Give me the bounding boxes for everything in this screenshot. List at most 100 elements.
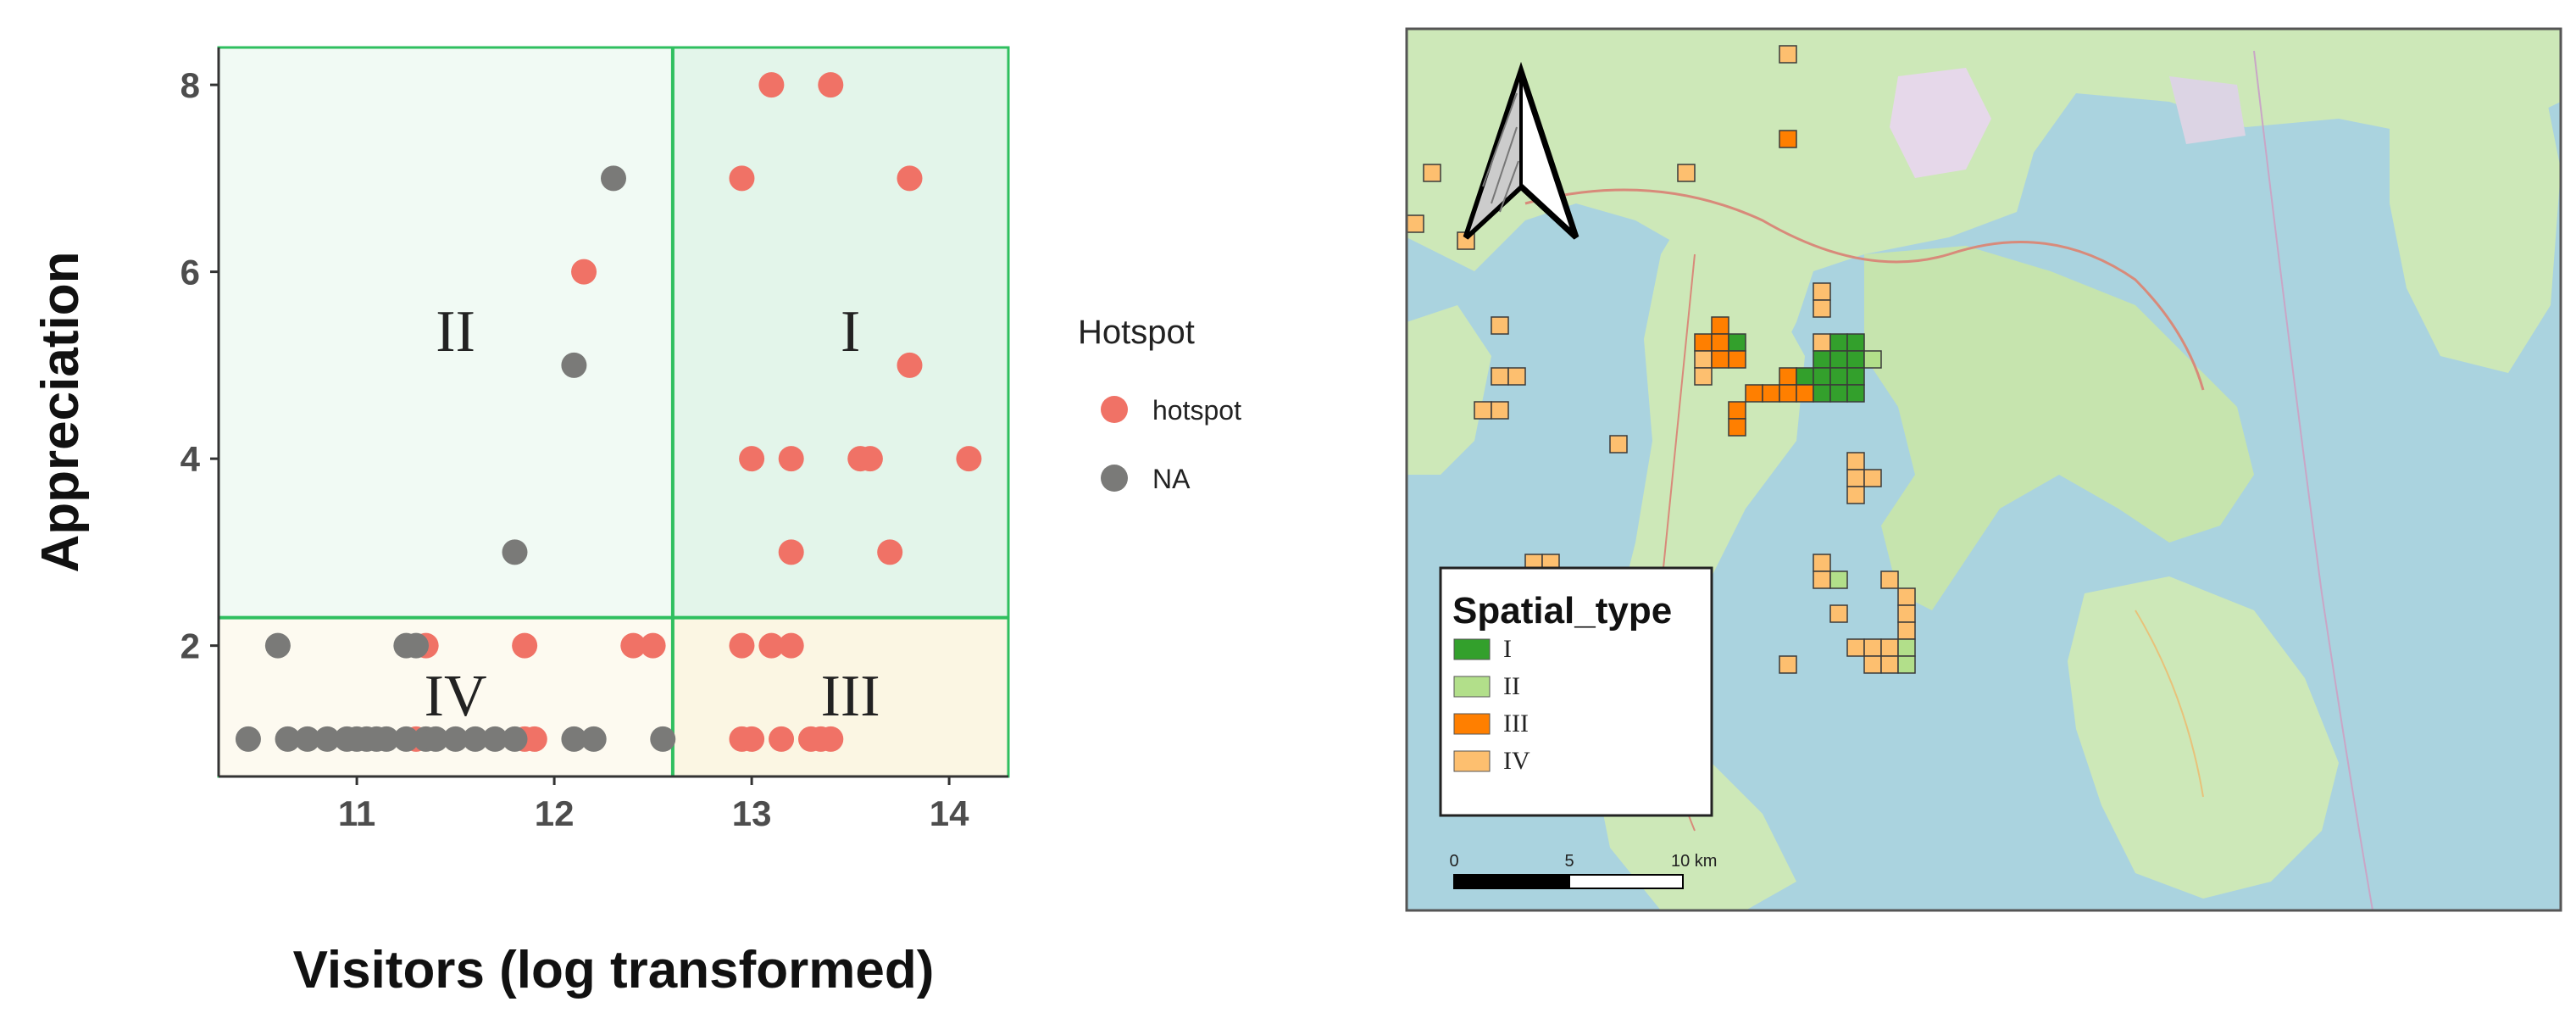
map-legend-label-iii: III — [1503, 710, 1529, 737]
grid-cell-type-iv — [1609, 435, 1628, 454]
quadrant-dividers — [219, 47, 1008, 776]
land-south — [2068, 576, 2339, 899]
y-tick-label: 4 — [180, 439, 201, 479]
point-hotspot — [739, 446, 765, 472]
map-legend-key-iii — [1453, 713, 1491, 735]
grid-cell-type-i — [1846, 333, 1865, 352]
scatter-points — [235, 72, 982, 752]
grid-cell-type-i — [1813, 384, 1831, 403]
y-axis-title: Appreciation — [31, 252, 90, 573]
quadrant-ii-area — [217, 46, 675, 620]
point-hotspot — [729, 165, 755, 192]
y-ticks: 2 4 6 8 — [180, 65, 219, 666]
point-hotspot — [512, 632, 538, 659]
point-na — [650, 726, 676, 752]
quadrant-label-i: I — [841, 299, 860, 365]
grid-cell-type-i — [1813, 367, 1831, 386]
grid-cell-type-i — [1829, 350, 1848, 369]
grid-cell-type-iv — [1880, 570, 1899, 589]
point-na — [462, 726, 488, 752]
quadrant-label-iv: IV — [425, 664, 487, 729]
grid-cell-type-iv — [1491, 401, 1509, 420]
quadrant-label-ii: II — [436, 299, 475, 365]
x-tick-label: 11 — [338, 793, 375, 833]
grid-cell-type-iv — [1897, 587, 1916, 606]
legend-title: Hotspot — [1078, 314, 1195, 351]
grid-cell-type-iv — [1779, 655, 1797, 674]
legend-key-na — [1101, 465, 1128, 492]
x-tick-label: 14 — [930, 793, 969, 833]
point-hotspot — [769, 726, 795, 752]
grid-cell-type-iv — [1863, 638, 1882, 657]
grid-cell-type-ii — [1897, 655, 1916, 674]
grid-cell-type-i — [1829, 384, 1848, 403]
grid-cell-type-iii — [1796, 384, 1814, 403]
grid-cell-type-iii — [1728, 350, 1746, 369]
scale-label-0: 0 — [1449, 852, 1458, 871]
point-hotspot — [818, 72, 844, 98]
quadrant-label-iii: III — [821, 664, 880, 729]
grid-cell-type-iv — [1423, 164, 1441, 182]
y-tick-label: 6 — [180, 253, 200, 292]
point-hotspot — [897, 165, 923, 192]
urban-area-2 — [2169, 76, 2246, 144]
grid-cell-type-iii — [1728, 418, 1746, 437]
map-legend-key-iv — [1453, 750, 1491, 772]
point-hotspot — [729, 632, 755, 659]
y-tick-label: 2 — [180, 626, 200, 666]
grid-cell-type-ii — [1863, 350, 1882, 369]
grid-cell-type-i — [1846, 350, 1865, 369]
grid-cell-type-i — [1796, 367, 1814, 386]
grid-cell-type-i — [1829, 367, 1848, 386]
road-3 — [2253, 50, 2373, 910]
grid-cell-type-iv — [1779, 45, 1797, 64]
grid-cell-type-iii — [1728, 401, 1746, 420]
scale-bar-white — [1568, 874, 1684, 889]
grid-cell-type-iii — [1762, 384, 1780, 403]
grid-cell-type-iv — [1880, 655, 1899, 674]
x-tick-label: 13 — [732, 793, 772, 833]
y-tick-label: 8 — [180, 65, 200, 105]
grid-cell-type-iii — [1694, 333, 1713, 352]
urban-area — [1890, 68, 1991, 178]
grid-cell-type-iii — [1779, 130, 1797, 148]
scale-bar: 0 5 10 km — [1449, 852, 1717, 889]
point-hotspot — [818, 726, 844, 752]
north-arrow-icon — [1463, 61, 1579, 240]
grid-cell-type-i — [1829, 333, 1848, 352]
grid-cell-type-iii — [1745, 384, 1763, 403]
point-na — [235, 726, 261, 752]
grid-cell-type-iv — [1507, 367, 1526, 386]
point-na — [502, 726, 528, 752]
grid-cell-type-iv — [1897, 621, 1916, 640]
point-hotspot — [521, 726, 547, 752]
grid-cell-type-iv — [1829, 604, 1848, 623]
grid-cell-type-i — [1846, 384, 1865, 403]
point-na — [482, 726, 508, 752]
x-axis-title: Visitors (log transformed) — [293, 941, 935, 999]
map-legend-key-ii — [1453, 676, 1491, 698]
grid-cell-type-iv — [1694, 350, 1713, 369]
point-hotspot — [620, 632, 647, 659]
point-na — [442, 726, 469, 752]
point-hotspot — [778, 539, 804, 565]
point-hotspot — [758, 632, 785, 659]
grid-cell-type-iv — [1863, 469, 1882, 487]
axes — [217, 47, 1008, 778]
point-hotspot — [956, 446, 982, 472]
point-na — [423, 726, 449, 752]
point-hotspot — [571, 259, 597, 285]
land-central — [1864, 246, 2254, 610]
point-hotspot — [739, 726, 765, 752]
point-hotspot — [778, 632, 804, 659]
grid-cell-type-iv — [1677, 164, 1696, 182]
point-na — [561, 352, 587, 378]
point-na — [403, 632, 429, 659]
